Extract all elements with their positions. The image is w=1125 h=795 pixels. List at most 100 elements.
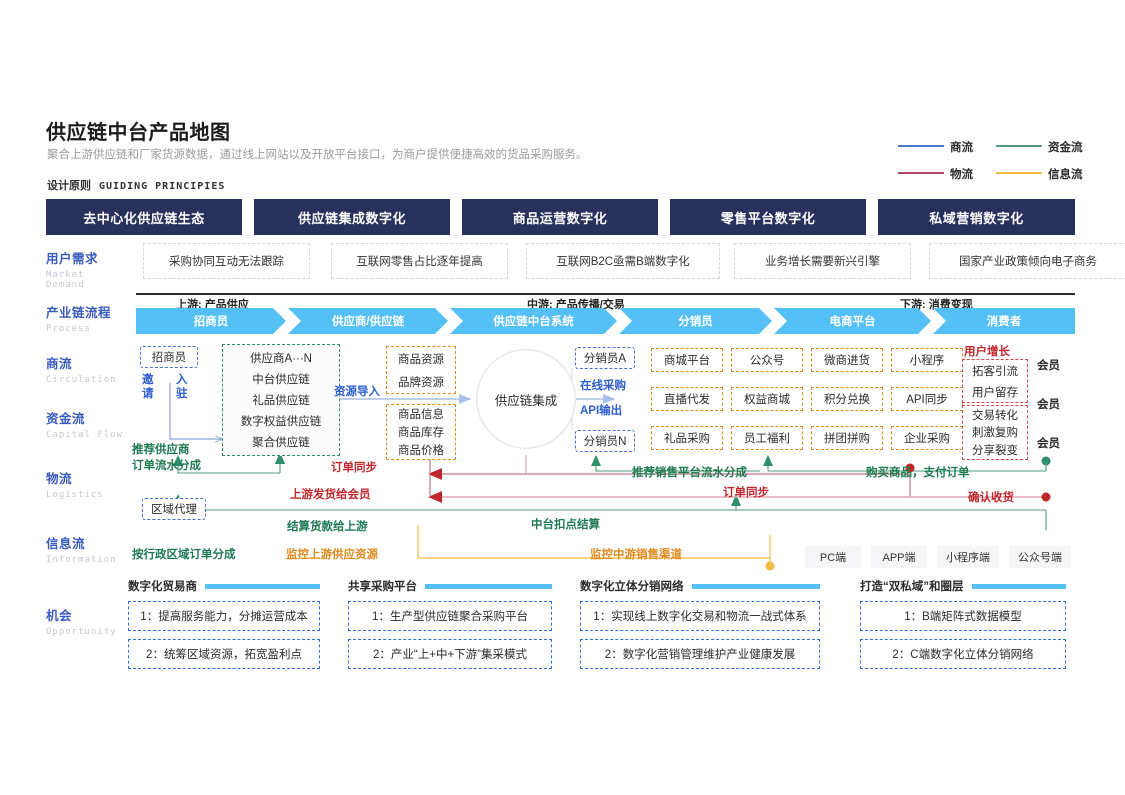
- channel-2-0[interactable]: 礼品采购: [651, 426, 723, 450]
- opportunity-header-1: 共享采购平台: [348, 578, 552, 594]
- member-label-1: 会员: [1037, 399, 1060, 411]
- demand-item-0[interactable]: 采购协同互动无法跟踪: [143, 243, 310, 279]
- chevron-step-3[interactable]: 分销员: [619, 308, 772, 334]
- chevron-step-1[interactable]: 供应商/供应链: [288, 308, 448, 334]
- sidebar-item-logistics[interactable]: 物流 Logistics: [46, 468, 124, 500]
- growth-box-1-item-0: 拓客引流: [972, 365, 1018, 378]
- opportunity-item-3-1[interactable]: 2：C端数字化立体分销网络: [860, 639, 1066, 669]
- terminal-official[interactable]: 公众号端: [1009, 546, 1071, 568]
- pillar-4[interactable]: 私域营销数字化: [878, 199, 1075, 235]
- online-purchase-label: 在线采购: [580, 380, 626, 392]
- region-agent-box[interactable]: 区域代理: [142, 498, 206, 520]
- order-sync-left-label: 订单同步: [331, 462, 377, 474]
- demand-item-2[interactable]: 互联网B2C亟需B端数字化: [526, 243, 720, 279]
- channel-2-3[interactable]: 企业采购: [891, 426, 963, 450]
- recruiter-box[interactable]: 招商员: [140, 346, 198, 368]
- upstream-ship-label: 上游发货给会员: [290, 489, 371, 501]
- sidebar-item-information[interactable]: 信息流 Information: [46, 533, 124, 565]
- resource-box-1-item-0: 商品资源: [398, 353, 444, 366]
- distributor-n-box[interactable]: 分销员N: [575, 430, 635, 452]
- opportunity-title-3: 打造“双私域”和圈层: [860, 581, 964, 593]
- pillar-3[interactable]: 零售平台数字化: [670, 199, 866, 235]
- demand-item-1[interactable]: 互联网零售占比逐年提高: [331, 243, 508, 279]
- distributor-a-box[interactable]: 分销员A: [575, 347, 635, 369]
- member-label-2: 会员: [1037, 438, 1060, 450]
- sidebar-item-process[interactable]: 产业链流程 Process: [46, 302, 124, 334]
- chevron-step-5[interactable]: 消费者: [933, 308, 1075, 334]
- invite-label: 邀请: [142, 374, 154, 400]
- sidebar-item-capital-flow[interactable]: 资金流 Capital Flow: [46, 408, 124, 440]
- supply-chain-integration-circle[interactable]: 供应链集成: [476, 349, 576, 449]
- platform-deduction-label: 中台扣点结算: [531, 519, 600, 531]
- sidebar-label-en-4: Logistics: [46, 490, 104, 500]
- chevron-step-2[interactable]: 供应链中台系统: [450, 308, 617, 334]
- channel-0-1[interactable]: 公众号: [731, 348, 803, 372]
- terminal-miniprog[interactable]: 小程序端: [937, 546, 999, 568]
- recommend-sales-share-label: 推荐销售平台流水分成: [632, 467, 747, 479]
- channel-1-1[interactable]: 权益商城: [731, 387, 803, 411]
- supplier-item-3: 数字权益供应链: [240, 416, 322, 428]
- terminal-pc[interactable]: PC端: [805, 546, 861, 568]
- growth-box-2-item-1: 刺激复购: [972, 427, 1018, 440]
- opportunity-item-3-0[interactable]: 1：B端矩阵式数据模型: [860, 601, 1066, 631]
- legend-label-commerce: 商流: [950, 142, 973, 154]
- legend-label-capital: 资金流: [1048, 142, 1083, 154]
- growth-box-2-item-0: 交易转化: [972, 409, 1018, 422]
- demand-item-3[interactable]: 业务增长需要新兴引擎: [734, 243, 911, 279]
- channel-0-3[interactable]: 小程序: [891, 348, 963, 372]
- growth-box-2[interactable]: 交易转化 刺激复购 分享裂变: [962, 405, 1028, 460]
- sidebar-label-en-3: Capital Flow: [46, 430, 124, 440]
- channel-1-0[interactable]: 直播代发: [651, 387, 723, 411]
- opportunity-item-0-1[interactable]: 2：统筹区域资源，拓宽盈利点: [128, 639, 320, 669]
- supplier-item-1: 中台供应链: [252, 374, 310, 386]
- opportunity-col-3: 打造“双私域”和圈层 1：B端矩阵式数据模型 2：C端数字化立体分销网络: [860, 578, 1066, 677]
- opportunity-col-1: 共享采购平台 1：生产型供应链聚合采购平台 2：产业“上+中+下游”集采模式: [348, 578, 552, 677]
- pillar-1[interactable]: 供应链集成数字化: [254, 199, 450, 235]
- opportunity-item-1-0[interactable]: 1：生产型供应链聚合采购平台: [348, 601, 552, 631]
- member-label-0: 会员: [1037, 360, 1060, 372]
- sidebar-item-circulation[interactable]: 商流 Circulation: [46, 353, 124, 385]
- user-growth-title: 用户增长: [964, 346, 1010, 358]
- demand-item-4[interactable]: 国家产业政策倾向电子商务: [929, 243, 1125, 279]
- resource-box-2-item-0: 商品信息: [398, 409, 444, 421]
- opportunity-item-2-0[interactable]: 1：实现线上数字化交易和物流一战式体系: [580, 601, 820, 631]
- channel-0-0[interactable]: 商城平台: [651, 348, 723, 372]
- opportunity-title-2: 数字化立体分销网络: [580, 581, 684, 593]
- growth-box-1[interactable]: 拓客引流 用户留存: [962, 359, 1028, 403]
- terminal-app[interactable]: APP端: [871, 546, 927, 568]
- sidebar-label-cn-4: 物流: [46, 472, 73, 486]
- legend-label-logistics: 物流: [950, 169, 973, 181]
- pillar-0[interactable]: 去中心化供应链生态: [46, 199, 242, 235]
- settle-in-label: 入驻: [176, 374, 188, 400]
- opportunity-col-0: 数字化贸易商 1：提高服务能力，分摊运营成本 2：统筹区域资源，拓宽盈利点: [128, 578, 320, 677]
- legend-label-information: 信息流: [1048, 169, 1083, 181]
- sidebar-label-en-2: Circulation: [46, 375, 117, 385]
- supplier-item-0: 供应商A···N: [250, 353, 312, 365]
- channel-1-2[interactable]: 积分兑换: [811, 387, 883, 411]
- sidebar-item-market-demand[interactable]: 用户需求 Market Demand: [46, 248, 124, 290]
- chevron-step-4[interactable]: 电商平台: [774, 308, 931, 334]
- opportunity-item-0-0[interactable]: 1：提高服务能力，分摊运营成本: [128, 601, 320, 631]
- legend-swatch-information: [996, 172, 1042, 174]
- channel-2-2[interactable]: 拼团拼购: [811, 426, 883, 450]
- resource-box-1[interactable]: 商品资源 品牌资源: [386, 346, 456, 394]
- pillar-2[interactable]: 商品运营数字化: [462, 199, 658, 235]
- resource-box-2[interactable]: 商品信息 商品库存 商品价格: [386, 404, 456, 460]
- chevron-step-0[interactable]: 招商员: [136, 308, 286, 334]
- growth-box-1-item-1: 用户留存: [972, 386, 1018, 399]
- opportunity-item-1-1[interactable]: 2：产业“上+中+下游”集采模式: [348, 639, 552, 669]
- opportunity-bar-0: [205, 583, 320, 589]
- process-divider-line: [136, 293, 1075, 295]
- channel-2-1[interactable]: 员工福利: [731, 426, 803, 450]
- channel-1-3[interactable]: API同步: [891, 387, 963, 411]
- supplier-list-box[interactable]: 供应商A···N 中台供应链 礼品供应链 数字权益供应链 聚合供应链: [222, 344, 340, 456]
- resource-box-1-item-1: 品牌资源: [398, 376, 444, 389]
- sidebar-label-en-0: Market Demand: [46, 270, 85, 290]
- channel-0-2[interactable]: 微商进货: [811, 348, 883, 372]
- page-title: 供应链中台产品地图: [46, 122, 231, 144]
- sidebar-item-opportunity[interactable]: 机会 Opportunity: [46, 605, 124, 637]
- opportunity-item-2-1[interactable]: 2：数字化营销管理维护产业健康发展: [580, 639, 820, 669]
- sidebar-label-cn-5: 信息流: [46, 537, 86, 551]
- sidebar-label-cn-6: 机会: [46, 609, 73, 623]
